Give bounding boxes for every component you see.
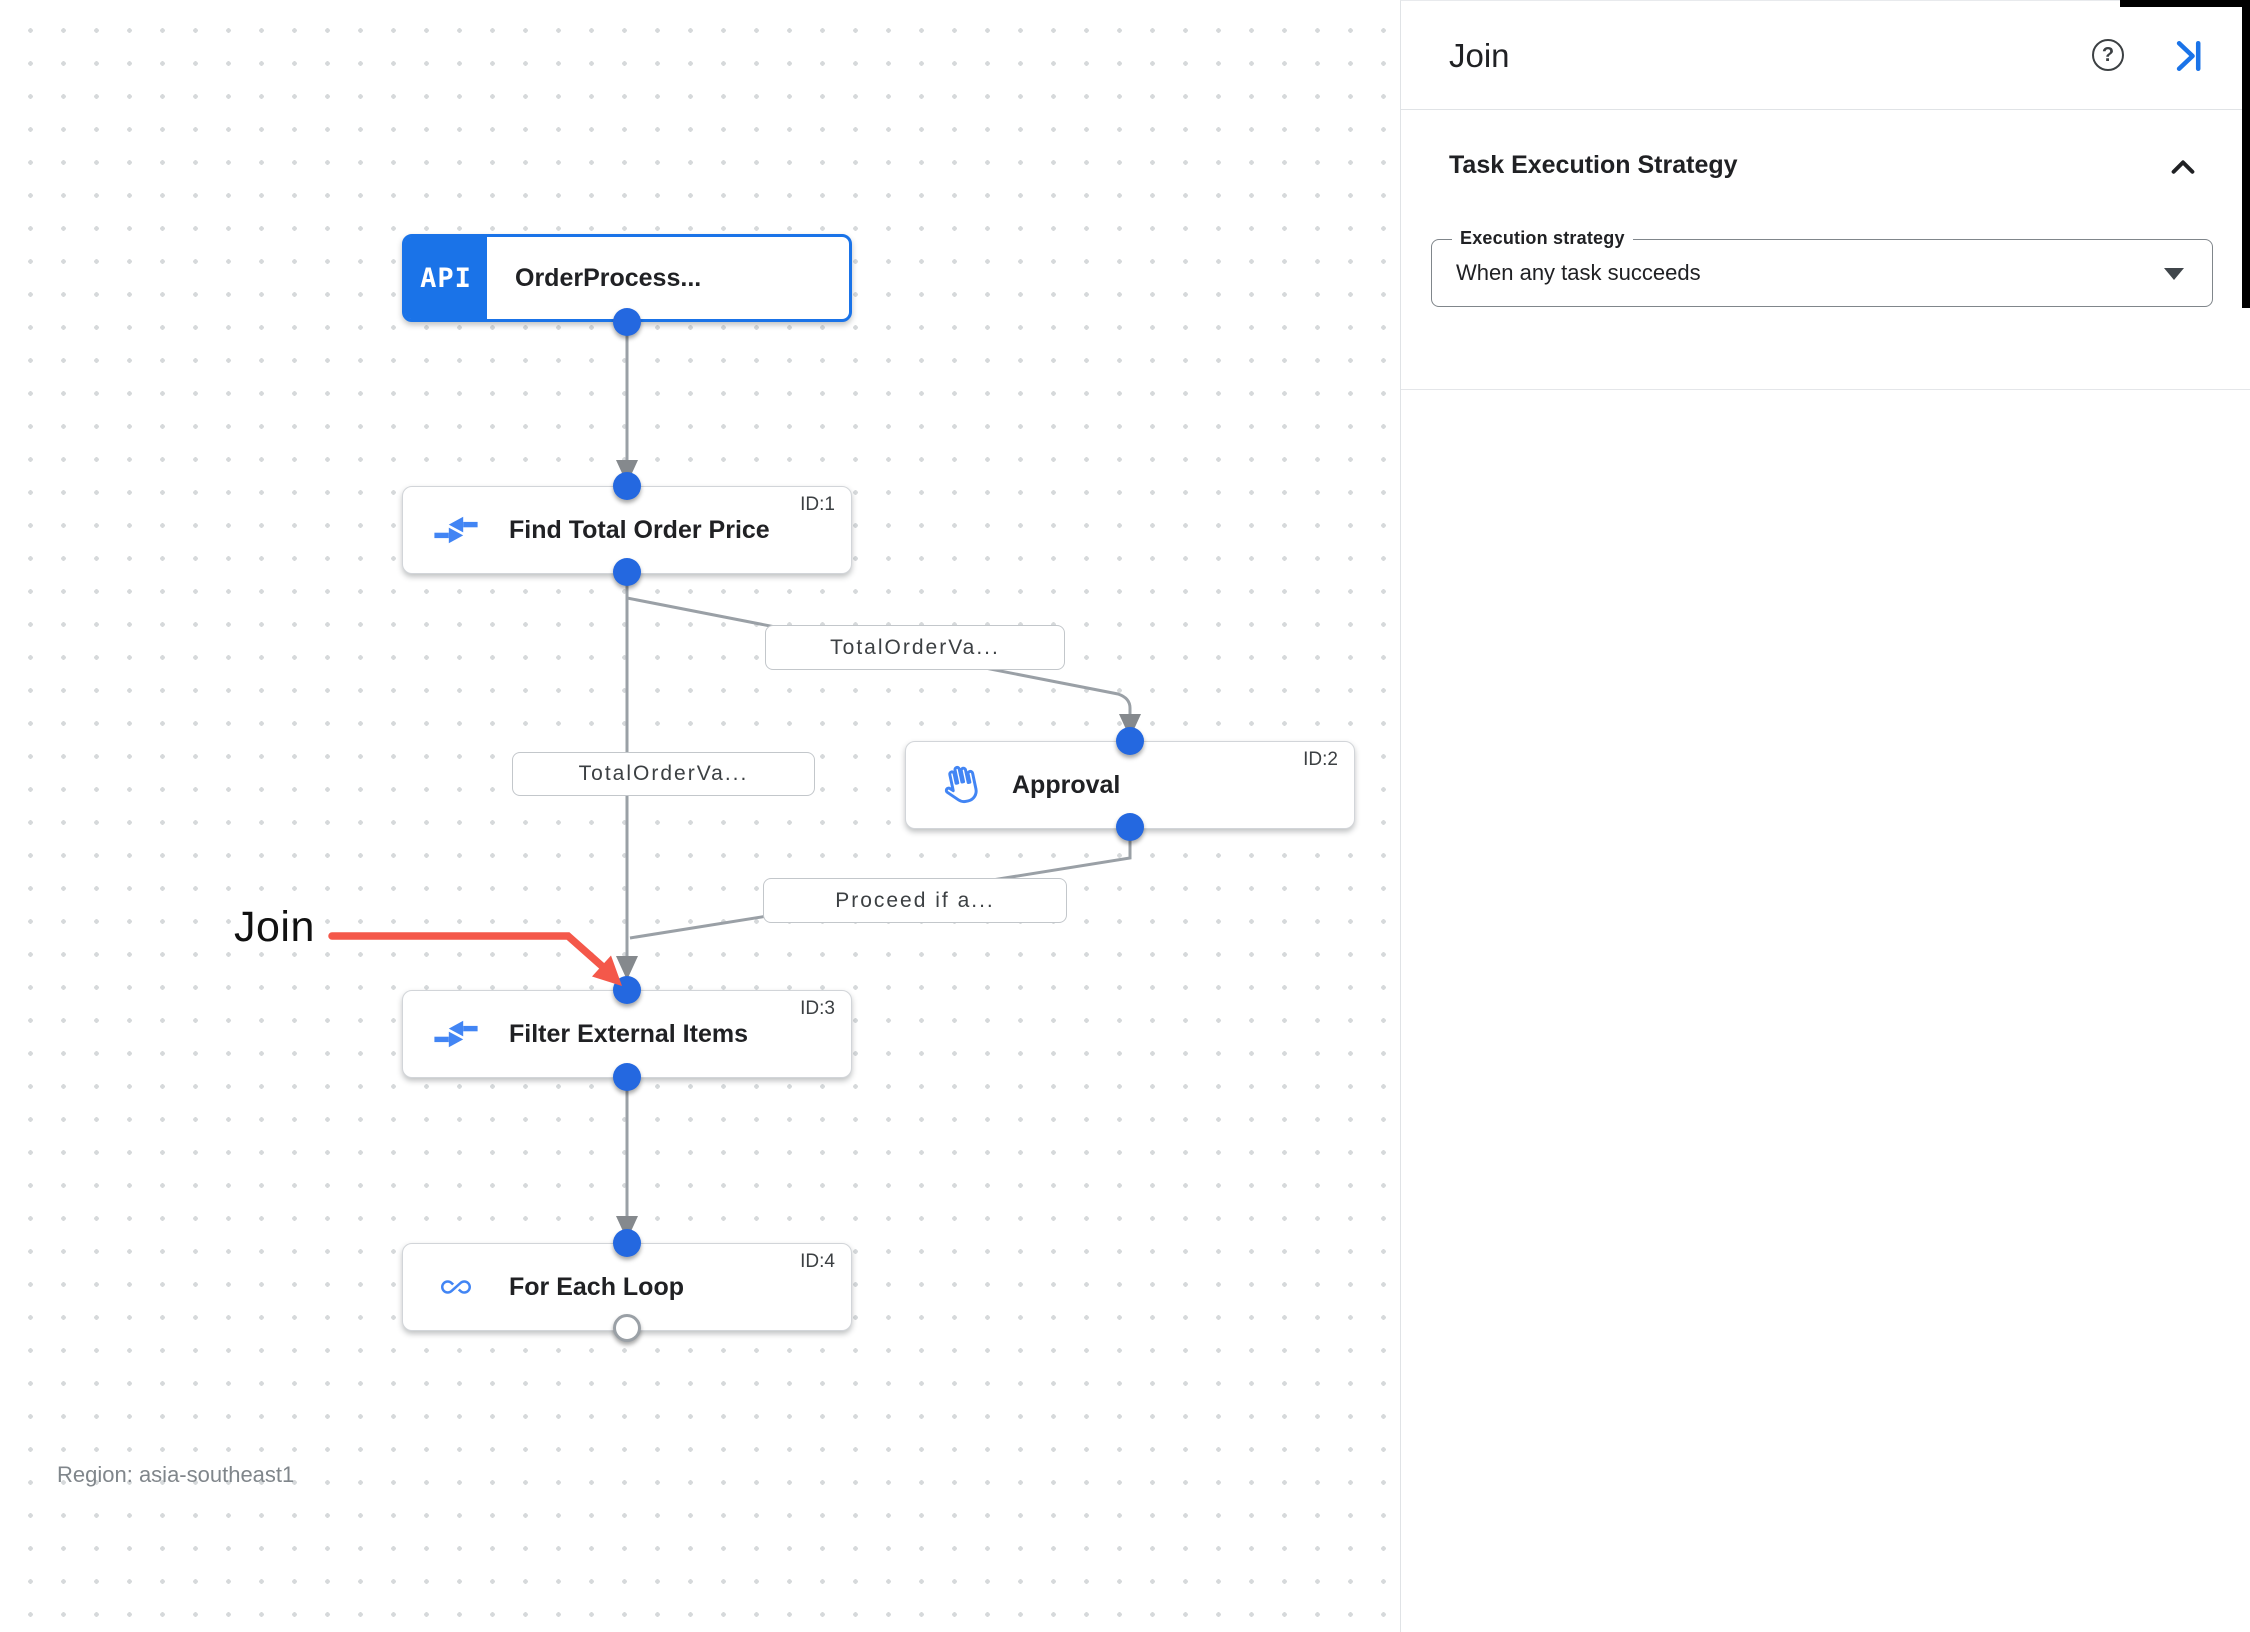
input-port-find[interactable] — [613, 472, 641, 500]
node-filter-external-items[interactable]: Filter External Items ID:3 — [402, 990, 852, 1078]
data-mapping-icon — [431, 514, 481, 546]
api-trigger-badge: API — [405, 237, 487, 319]
panel-title: Join — [1449, 37, 1510, 74]
collapse-panel-icon[interactable] — [2172, 39, 2206, 73]
edge-label-totalorderva-right[interactable]: TotalOrderVa... — [765, 625, 1065, 670]
node-title: Approval — [1012, 770, 1121, 799]
output-port-orderprocess[interactable] — [613, 308, 641, 336]
loop-infinity-icon — [431, 1272, 481, 1302]
output-port-find[interactable] — [613, 558, 641, 586]
panel-divider — [1401, 389, 2250, 390]
output-port-approval[interactable] — [1116, 813, 1144, 841]
output-port-filter[interactable] — [613, 1063, 641, 1091]
panel-header: Join ? — [1401, 1, 2250, 110]
join-annotation-label: Join — [234, 903, 315, 951]
node-title: Filter External Items — [509, 1019, 748, 1048]
execution-strategy-value: When any task succeeds — [1456, 260, 1701, 285]
input-port-approval[interactable] — [1116, 727, 1144, 755]
region-label: Region: asia-southeast1 — [57, 1462, 295, 1487]
help-icon[interactable]: ? — [2092, 39, 2124, 71]
input-port-filter[interactable] — [613, 976, 641, 1004]
section-title-task-execution-strategy: Task Execution Strategy — [1449, 151, 1738, 179]
execution-strategy-label: Execution strategy — [1452, 228, 1633, 249]
window-edge-artifact-top — [2120, 0, 2250, 7]
edge-label-proceed-if[interactable]: Proceed if a... — [763, 878, 1067, 923]
output-port-foreach[interactable] — [613, 1314, 641, 1342]
config-panel: Join ? Task Execution Strategy Execution… — [1400, 0, 2250, 1632]
caret-down-icon — [2164, 268, 2184, 280]
chevron-up-icon[interactable] — [2168, 153, 2198, 183]
edge-label-totalorderva-left[interactable]: TotalOrderVa... — [512, 752, 815, 796]
node-title: For Each Loop — [509, 1272, 684, 1301]
input-port-foreach[interactable] — [613, 1229, 641, 1257]
node-id-label: ID:2 — [1303, 749, 1338, 770]
node-title: OrderProcess... — [515, 263, 702, 292]
node-id-label: ID:4 — [800, 1251, 835, 1272]
workflow-canvas[interactable]: API OrderProcess... Find Total Order Pri… — [0, 0, 1399, 1632]
window-edge-artifact-right — [2242, 0, 2250, 308]
node-title: Find Total Order Price — [509, 515, 770, 544]
data-mapping-icon — [431, 1018, 481, 1050]
node-id-label: ID:3 — [800, 998, 835, 1019]
node-id-label: ID:1 — [800, 494, 835, 515]
hand-approval-icon — [934, 764, 984, 806]
execution-strategy-select[interactable]: Execution strategy When any task succeed… — [1431, 228, 2213, 307]
